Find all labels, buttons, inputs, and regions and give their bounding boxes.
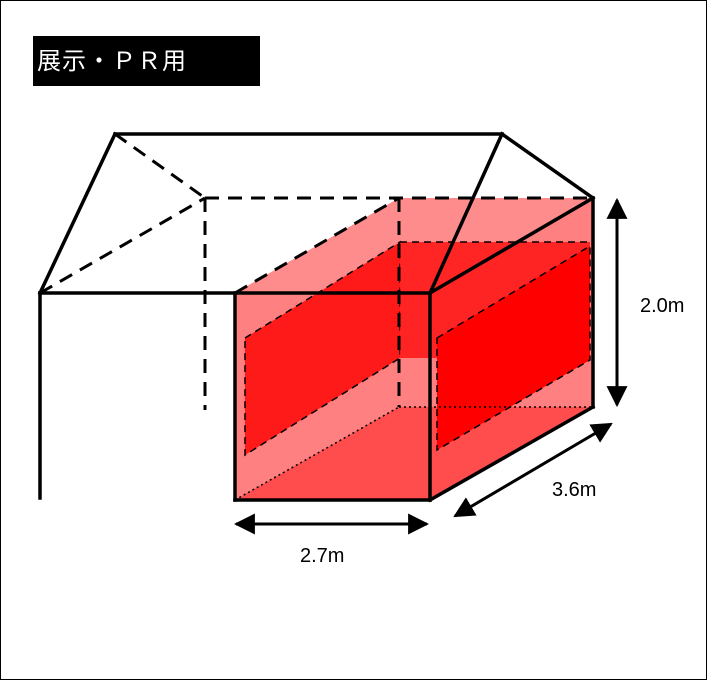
depth-dimension-arrow [453,422,613,518]
left-display-panel [244,240,401,457]
height-label: 2.0m [640,295,684,317]
floor-edge [234,406,400,501]
title-badge: 展示・ＰＲ用 [33,36,260,86]
width-label: 2.7m [300,545,344,567]
depth-label: 3.6m [552,479,596,501]
right-display-panel [436,244,591,452]
title-text: 展示・ＰＲ用 [37,47,187,75]
tent-hidden-edges [39,132,593,410]
